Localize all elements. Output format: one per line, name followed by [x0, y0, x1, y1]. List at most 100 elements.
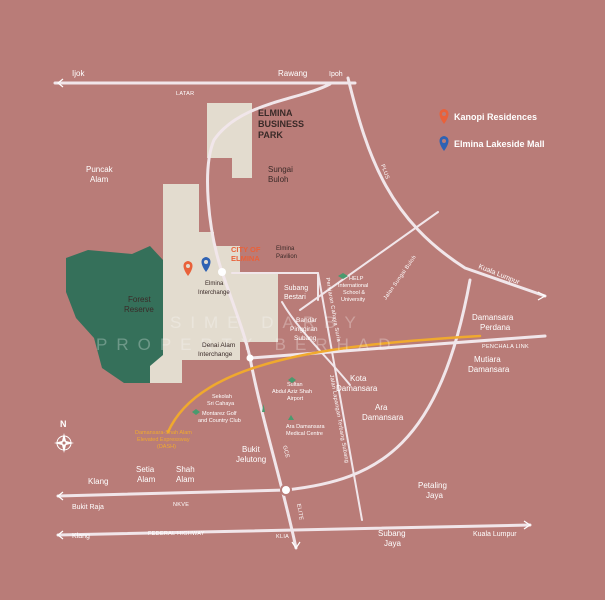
label-elite: ELITE	[295, 503, 304, 521]
label-denai-alam-2: Interchange	[198, 351, 233, 358]
direction-arrows	[57, 78, 547, 550]
label-subang-jaya-2: Jaya	[384, 539, 401, 548]
label-sekolah-2: Sri Cahaya	[207, 401, 235, 407]
label-petaling-2: Jaya	[426, 491, 443, 500]
label-plus: PLUS	[379, 164, 390, 181]
watermark-line-2: PROPERTY BERHAD	[96, 335, 399, 354]
road-plus	[346, 76, 547, 298]
compass-letter: N	[60, 419, 67, 429]
arrow-left-icon	[57, 530, 64, 540]
label-petaling-1: Petaling	[418, 481, 447, 490]
label-kuala-lumpur-se: Kuala Lumpur	[473, 531, 517, 538]
school-icon	[338, 273, 348, 279]
label-subang-bestari-1: Subang	[284, 285, 308, 292]
arrow-right-icon	[523, 520, 532, 530]
airplane-icon	[288, 377, 296, 383]
label-bandar-1: Bandar	[296, 317, 318, 324]
road-guthrie-west	[206, 82, 332, 360]
map-pin-icon	[183, 261, 193, 276]
label-help-2: International	[338, 283, 368, 289]
arrow-right-icon	[537, 291, 547, 301]
label-elmina-interchange-2: Interchange	[198, 290, 230, 296]
map-pin-icon	[439, 109, 449, 124]
label-nkve: NKVE	[173, 502, 189, 508]
label-klang-sw: Klang	[72, 533, 90, 540]
road-gce	[248, 356, 298, 550]
watermark: SIME DARBY PROPERTY BERHAD	[96, 313, 399, 354]
map-pin-lakeside[interactable]	[201, 257, 211, 272]
map-pin-kanopi[interactable]	[183, 261, 193, 276]
label-kota-2: Damansara	[336, 384, 378, 393]
poi-markers	[192, 273, 348, 420]
label-ara-med-1: Ara Damansara	[286, 424, 325, 430]
label-city-of-elmina-1: CITY OF	[231, 245, 261, 254]
label-denai-alam-1: Denai Alam	[202, 342, 235, 349]
arrow-left-icon	[57, 78, 64, 88]
arrow-left-icon	[57, 491, 64, 501]
label-help-1: HELP	[349, 276, 364, 282]
label-elmina-pavilion-1: Elmina	[276, 246, 295, 252]
label-sultan-1: Sultan	[287, 382, 303, 388]
label-dash-1: Damansara-Shah Alam	[135, 430, 192, 436]
label-ara-med-2: Medical Centre	[286, 431, 323, 437]
label-elmina-bp-3: PARK	[258, 130, 283, 140]
compass: N	[54, 419, 74, 453]
watermark-line-1: SIME DARBY	[170, 313, 365, 332]
road-nkve	[56, 278, 472, 498]
label-montarez-1: Montarez Golf	[202, 411, 237, 417]
label-bandar-2: Pinggiran	[290, 326, 318, 333]
label-elmina-bp-1: ELMINA	[258, 108, 293, 118]
label-puncak-alam-1: Puncak	[86, 165, 114, 174]
road-jalan-lapangan	[281, 301, 351, 386]
school-icon	[192, 409, 200, 415]
legend-label-lakeside: Elmina Lakeside Mall	[454, 139, 545, 149]
label-ijok: Ijok	[72, 69, 85, 78]
label-subang-jaya-1: Subang	[378, 529, 406, 538]
label-mutiara-2: Damansara	[468, 365, 510, 374]
road-federal-highway	[56, 523, 532, 537]
legend-label-kanopi: Kanopi Residences	[454, 112, 537, 122]
label-forest-reserve-2: Reserve	[124, 305, 154, 314]
label-damansara-perdana-2: Perdana	[480, 323, 511, 332]
label-rawang: Rawang	[278, 69, 307, 78]
label-elmina-pavilion-2: Pavilion	[276, 254, 297, 260]
label-federal-highway: FEDERAL HIGHWAY	[148, 531, 205, 537]
road-network	[53, 76, 547, 550]
label-bukit-jelutong-2: Jelutong	[236, 455, 266, 464]
label-gce: GCE	[281, 445, 290, 459]
map-pin-icon	[439, 136, 449, 151]
elmina-zones	[66, 103, 278, 383]
label-ara-2: Damansara	[362, 413, 404, 422]
label-sultan-2: Abdul Aziz Shah	[272, 389, 312, 395]
legend-item-kanopi: Kanopi Residences	[439, 109, 537, 124]
label-sungai-buloh-1: Sungai	[268, 165, 293, 174]
legend: Kanopi Residences Elmina Lakeside Mall	[439, 109, 545, 151]
label-dash-3: (DASH)	[157, 444, 176, 450]
road-persiaran-cahaya	[317, 272, 363, 521]
label-latar: LATAR	[176, 91, 194, 97]
label-elmina-interchange-1: Elmina	[205, 281, 224, 287]
label-forest-reserve-1: Forest	[128, 295, 151, 304]
label-subang-bestari-2: Bestari	[284, 294, 306, 301]
label-shah-1: Shah	[176, 465, 195, 474]
label-setia-1: Setia	[136, 465, 155, 474]
label-city-of-elmina-2: ELMINA	[231, 254, 260, 263]
junction-nkve	[280, 484, 292, 496]
label-sultan-3: Airport	[287, 396, 304, 402]
label-sekolah-1: Sekolah	[212, 394, 232, 400]
hospital-icon	[288, 415, 294, 420]
label-elmina-bp-2: BUSINESS	[258, 119, 304, 129]
label-shah-2: Alam	[176, 475, 195, 484]
label-bukit-jelutong-1: Bukit	[242, 445, 261, 454]
label-puncak-alam-2: Alam	[90, 175, 109, 184]
label-bukit-raja: Bukit Raja	[72, 504, 104, 511]
label-penchala-link: PENCHALA LINK	[482, 344, 529, 350]
label-bandar-3: Subang	[294, 335, 317, 342]
label-klang-w: Klang	[88, 477, 108, 486]
compass-icon	[54, 433, 74, 453]
label-damansara-perdana-1: Damansara	[472, 313, 514, 322]
legend-item-lakeside: Elmina Lakeside Mall	[439, 136, 545, 151]
city-of-elmina-zone	[150, 184, 278, 383]
label-montarez-2: and Country Club	[198, 418, 241, 424]
